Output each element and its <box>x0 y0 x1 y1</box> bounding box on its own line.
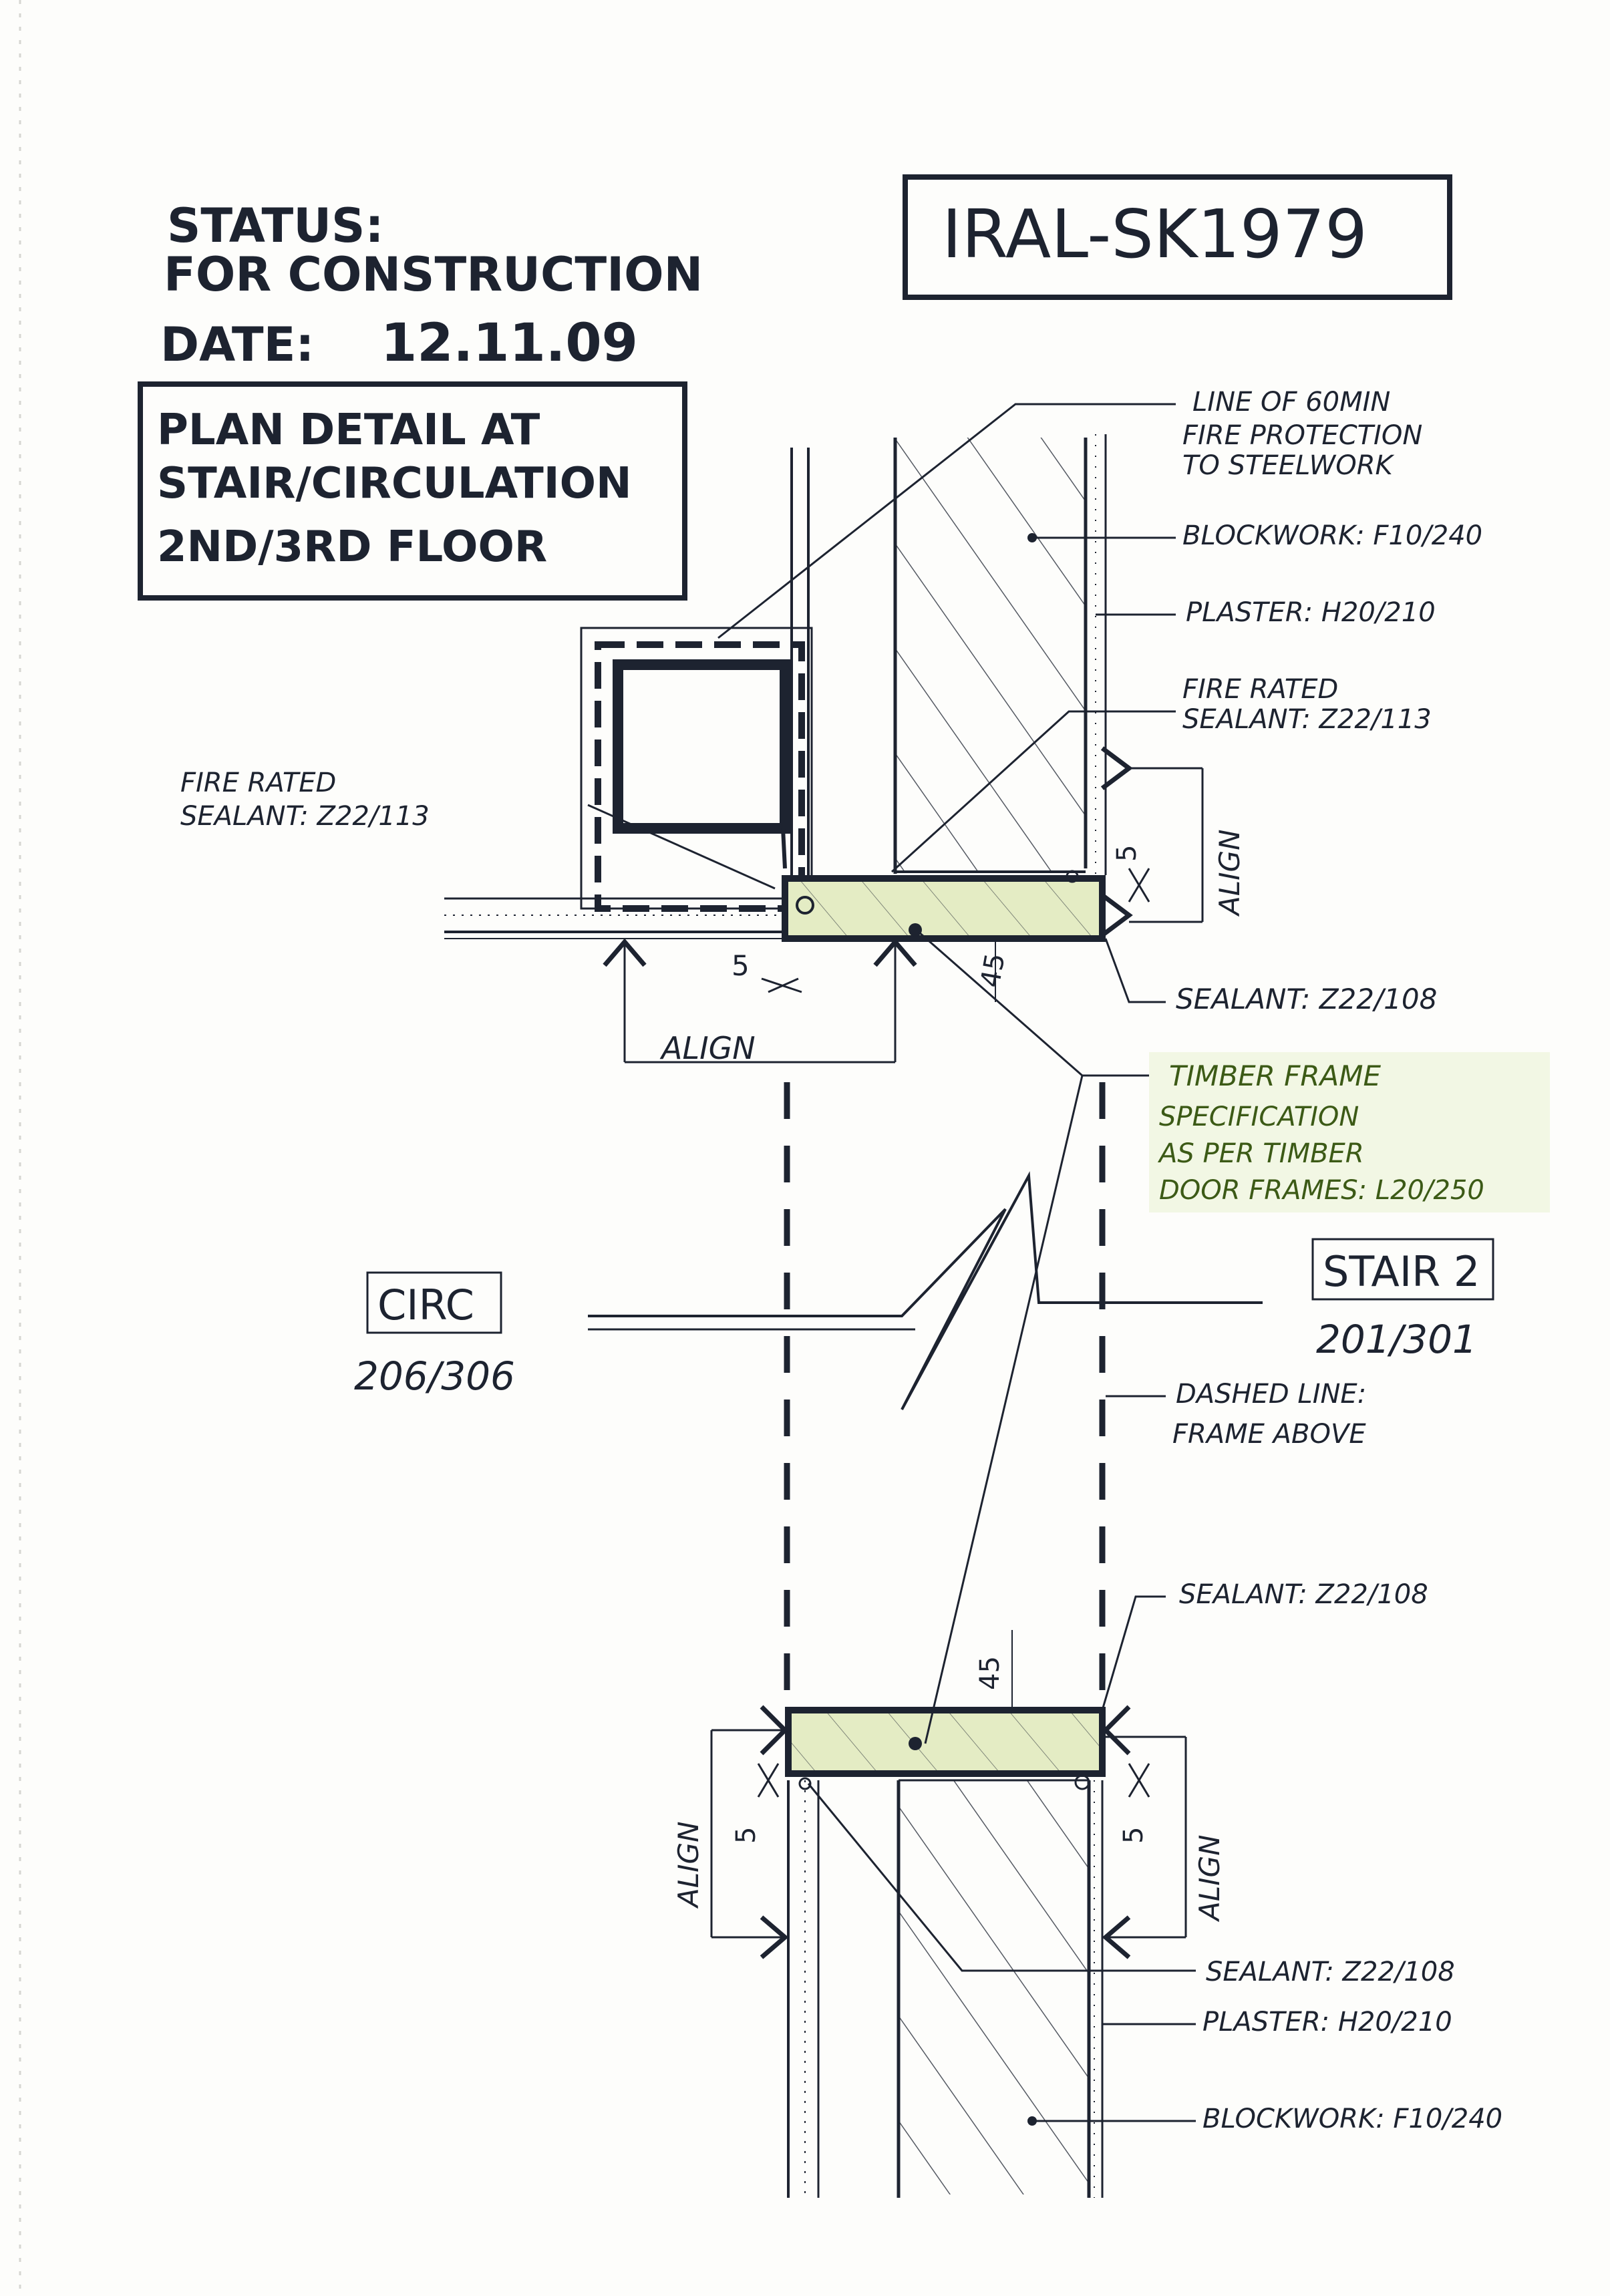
room-stair: STAIR 2 201/301 <box>1311 1238 1494 1362</box>
room-stair-number: 201/301 <box>1316 1317 1477 1362</box>
align-label-upper-left: ALIGN <box>659 1030 756 1066</box>
blockwork-hatch-top <box>895 438 1086 872</box>
dim-5-lower-left: 5 <box>731 1827 762 1844</box>
drawing-reference-number: IRAL-SK1979 <box>942 195 1367 273</box>
lower-blockwork-wall <box>787 1779 1104 2198</box>
status-block: STATUS: FOR CONSTRUCTION DATE: 12.11.09 <box>160 198 703 373</box>
room-stair-label-box <box>1311 1238 1494 1301</box>
annotation-fire-sealant-left: FIRE RATED SEALANT: Z22/113 <box>180 768 430 832</box>
blockwork-hatch-bottom <box>899 1780 1089 2194</box>
align-label-upper-right: ALIGN <box>1213 830 1246 917</box>
fire-protection-line-3: TO STEELWORK <box>1182 450 1394 481</box>
timber-frame-upper <box>782 870 1106 942</box>
annotation-sealant-lower: SEALANT: Z22/108 <box>1179 1579 1428 1610</box>
annotation-sealant-bottom: SEALANT: Z22/108 <box>1206 1957 1455 1987</box>
timber-frame-line-4: DOOR FRAMES: L20/250 <box>1159 1175 1484 1206</box>
drawing-reference-box <box>903 174 1452 300</box>
room-circ-number: 206/306 <box>354 1353 515 1399</box>
fire-protection-line-2: FIRE PROTECTION <box>1182 420 1422 451</box>
upper-dimensions: ALIGN 5 45 ALIGN 5 <box>603 746 1246 1066</box>
annotation-sealant-mid: SEALANT: Z22/108 <box>1176 983 1437 1015</box>
fire-sealant-left-line-1: FIRE RATED <box>180 768 336 798</box>
dim-5-upper-left: 5 <box>732 949 750 982</box>
timber-frame-upper-dot <box>909 923 922 937</box>
annotation-dashed-line: DASHED LINE: FRAME ABOVE <box>1172 1379 1366 1450</box>
floor-screed <box>444 897 795 939</box>
room-circ-label-box <box>366 1271 502 1334</box>
dashed-line-line-2: FRAME ABOVE <box>1172 1419 1366 1450</box>
timber-frame-line-2: SPECIFICATION <box>1159 1102 1359 1132</box>
title-line-1: PLAN DETAIL AT <box>157 405 540 455</box>
title-box-frame <box>138 381 687 601</box>
annotation-timber-frame: TIMBER FRAME SPECIFICATION AS PER TIMBER… <box>1149 1052 1550 1212</box>
room-circ: CIRC 206/306 <box>354 1271 515 1399</box>
align-label-lower-right: ALIGN <box>1193 1835 1226 1923</box>
leader-lines <box>587 403 1196 2126</box>
fire-sealant-right-line-1: FIRE RATED <box>1182 674 1338 705</box>
annotation-plaster-top: PLASTER: H20/210 <box>1186 597 1436 628</box>
annotation-blockwork-top: BLOCKWORK: F10/240 <box>1182 520 1482 551</box>
room-circ-label: CIRC <box>377 1281 474 1329</box>
lower-dimensions: ALIGN 5 ALIGN 5 45 <box>672 1630 1226 1959</box>
status-value: FOR CONSTRUCTION <box>164 247 703 302</box>
drawing-reference: IRAL-SK1979 <box>903 174 1452 300</box>
dim-45-lower: 45 <box>975 1656 1005 1690</box>
timber-frame-line-3: AS PER TIMBER <box>1157 1138 1364 1169</box>
annotation-blockwork-bottom: BLOCKWORK: F10/240 <box>1202 2104 1502 2134</box>
timber-frame-highlight <box>1149 1052 1550 1212</box>
status-label: STATUS: <box>167 198 383 253</box>
title-line-3: 2ND/3RD FLOOR <box>157 522 547 572</box>
timber-frame-lower <box>785 1707 1106 1790</box>
fire-protection-outline <box>580 627 813 910</box>
dim-5-upper-right: 5 <box>1112 845 1142 862</box>
align-label-lower-left: ALIGN <box>672 1822 705 1909</box>
room-stair-label: STAIR 2 <box>1323 1247 1480 1296</box>
annotation-fire-sealant-right: FIRE RATED SEALANT: Z22/113 <box>1182 674 1432 735</box>
steel-column <box>580 627 813 912</box>
title-line-2: STAIR/CIRCULATION <box>157 459 632 508</box>
annotation-fire-protection: LINE OF 60MIN FIRE PROTECTION TO STEELWO… <box>1182 387 1422 481</box>
upper-blockwork-wall <box>790 434 1107 875</box>
dim-45-upper: 45 <box>975 951 1011 990</box>
timber-frame-line-1: TIMBER FRAME <box>1169 1059 1381 1092</box>
dim-5-lower-right: 5 <box>1118 1827 1149 1844</box>
break-line-symbol <box>588 1171 1263 1410</box>
fire-protection-line-1: LINE OF 60MIN <box>1192 387 1390 418</box>
dashed-line-line-1: DASHED LINE: <box>1176 1379 1366 1410</box>
annotation-plaster-bottom: PLASTER: H20/210 <box>1202 2007 1452 2037</box>
frame-above-dashed-lines <box>784 1082 1106 1693</box>
title-box: PLAN DETAIL AT STAIR/CIRCULATION 2ND/3RD… <box>138 381 687 601</box>
fire-protection-dashed <box>595 641 805 912</box>
fire-sealant-right-line-2: SEALANT: Z22/113 <box>1182 704 1432 735</box>
fire-sealant-left-line-2: SEALANT: Z22/113 <box>180 801 430 832</box>
timber-frame-lower-dot <box>909 1737 922 1750</box>
date-value: 12.11.09 <box>381 313 638 373</box>
break-line <box>588 1171 1263 1410</box>
date-label: DATE: <box>160 317 314 372</box>
steel-box-section <box>613 659 790 834</box>
